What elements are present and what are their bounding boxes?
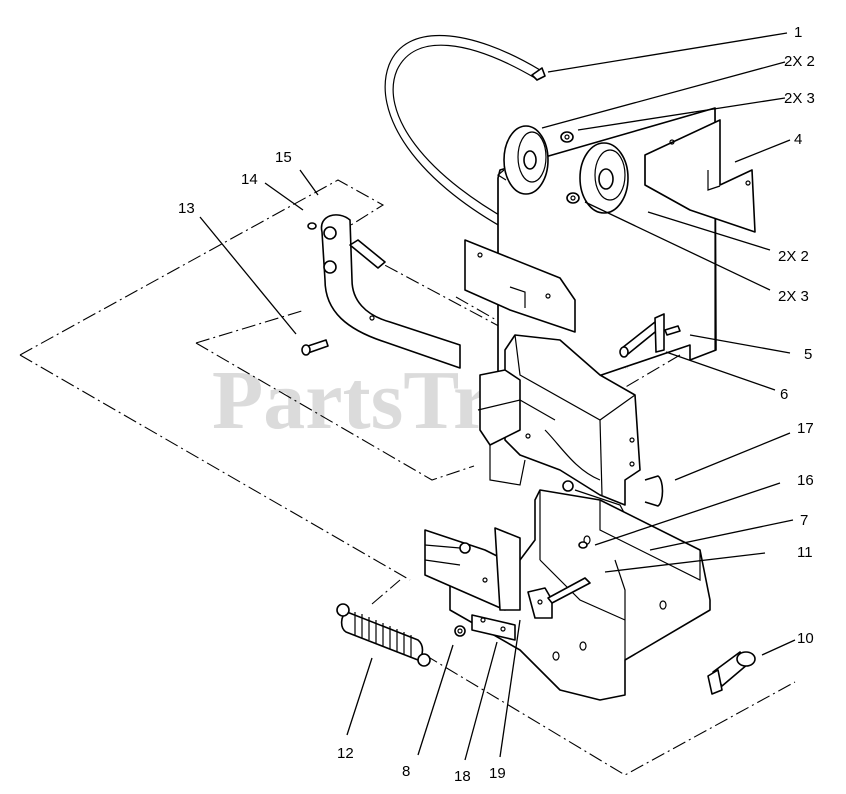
callout-18: 18 bbox=[454, 768, 471, 785]
callout-7: 7 bbox=[800, 512, 808, 529]
callout-2x2-b: 2X 2 bbox=[778, 248, 809, 265]
watermark-trademark: ™ bbox=[618, 363, 629, 375]
bolt-part-11 bbox=[547, 577, 591, 604]
callout-8: 8 bbox=[402, 763, 410, 780]
callout-labels: 1 2X 2 2X 3 4 2X 2 2X 3 5 6 17 16 7 11 1… bbox=[178, 24, 815, 785]
bolt-part-5 bbox=[664, 325, 681, 336]
nut-part-8 bbox=[454, 625, 466, 637]
callout-2x3-b: 2X 3 bbox=[778, 288, 809, 305]
bolt-part-13 bbox=[301, 339, 329, 356]
pulley-part-2-upper bbox=[496, 125, 549, 195]
leader-lines bbox=[199, 32, 796, 761]
callout-15: 15 bbox=[275, 149, 292, 166]
pin-part-6 bbox=[619, 313, 665, 358]
callout-5: 5 bbox=[804, 346, 812, 363]
callout-10: 10 bbox=[797, 630, 814, 647]
pulley-part-2-lower bbox=[579, 142, 629, 214]
callout-16: 16 bbox=[797, 472, 814, 489]
callout-14: 14 bbox=[241, 171, 258, 188]
clevis-bracket bbox=[424, 527, 521, 611]
callout-2x2-a: 2X 2 bbox=[784, 53, 815, 70]
callout-17: 17 bbox=[797, 420, 814, 437]
callout-4: 4 bbox=[794, 131, 802, 148]
mount-plate bbox=[464, 239, 576, 333]
callout-13: 13 bbox=[178, 200, 195, 217]
clip-part-17 bbox=[644, 475, 664, 507]
nut-part-3-upper bbox=[560, 131, 574, 143]
fitting-part-10 bbox=[707, 651, 756, 695]
callout-1: 1 bbox=[794, 24, 802, 41]
block-part-19 bbox=[527, 587, 553, 619]
callout-2x3-a: 2X 3 bbox=[784, 90, 815, 107]
spring-part-12 bbox=[336, 603, 431, 667]
arm-part-15 bbox=[320, 214, 461, 369]
bracket-part-4 bbox=[644, 119, 756, 233]
main-frame bbox=[477, 334, 641, 521]
bolt-part-16 bbox=[578, 541, 588, 549]
washer-part-14 bbox=[307, 222, 317, 230]
callout-6: 6 bbox=[780, 386, 788, 403]
plate-part-18 bbox=[471, 614, 516, 641]
callout-12: 12 bbox=[337, 745, 354, 762]
nut-part-3-lower bbox=[566, 192, 580, 204]
callout-19: 19 bbox=[489, 765, 506, 782]
callout-11: 11 bbox=[797, 544, 813, 561]
